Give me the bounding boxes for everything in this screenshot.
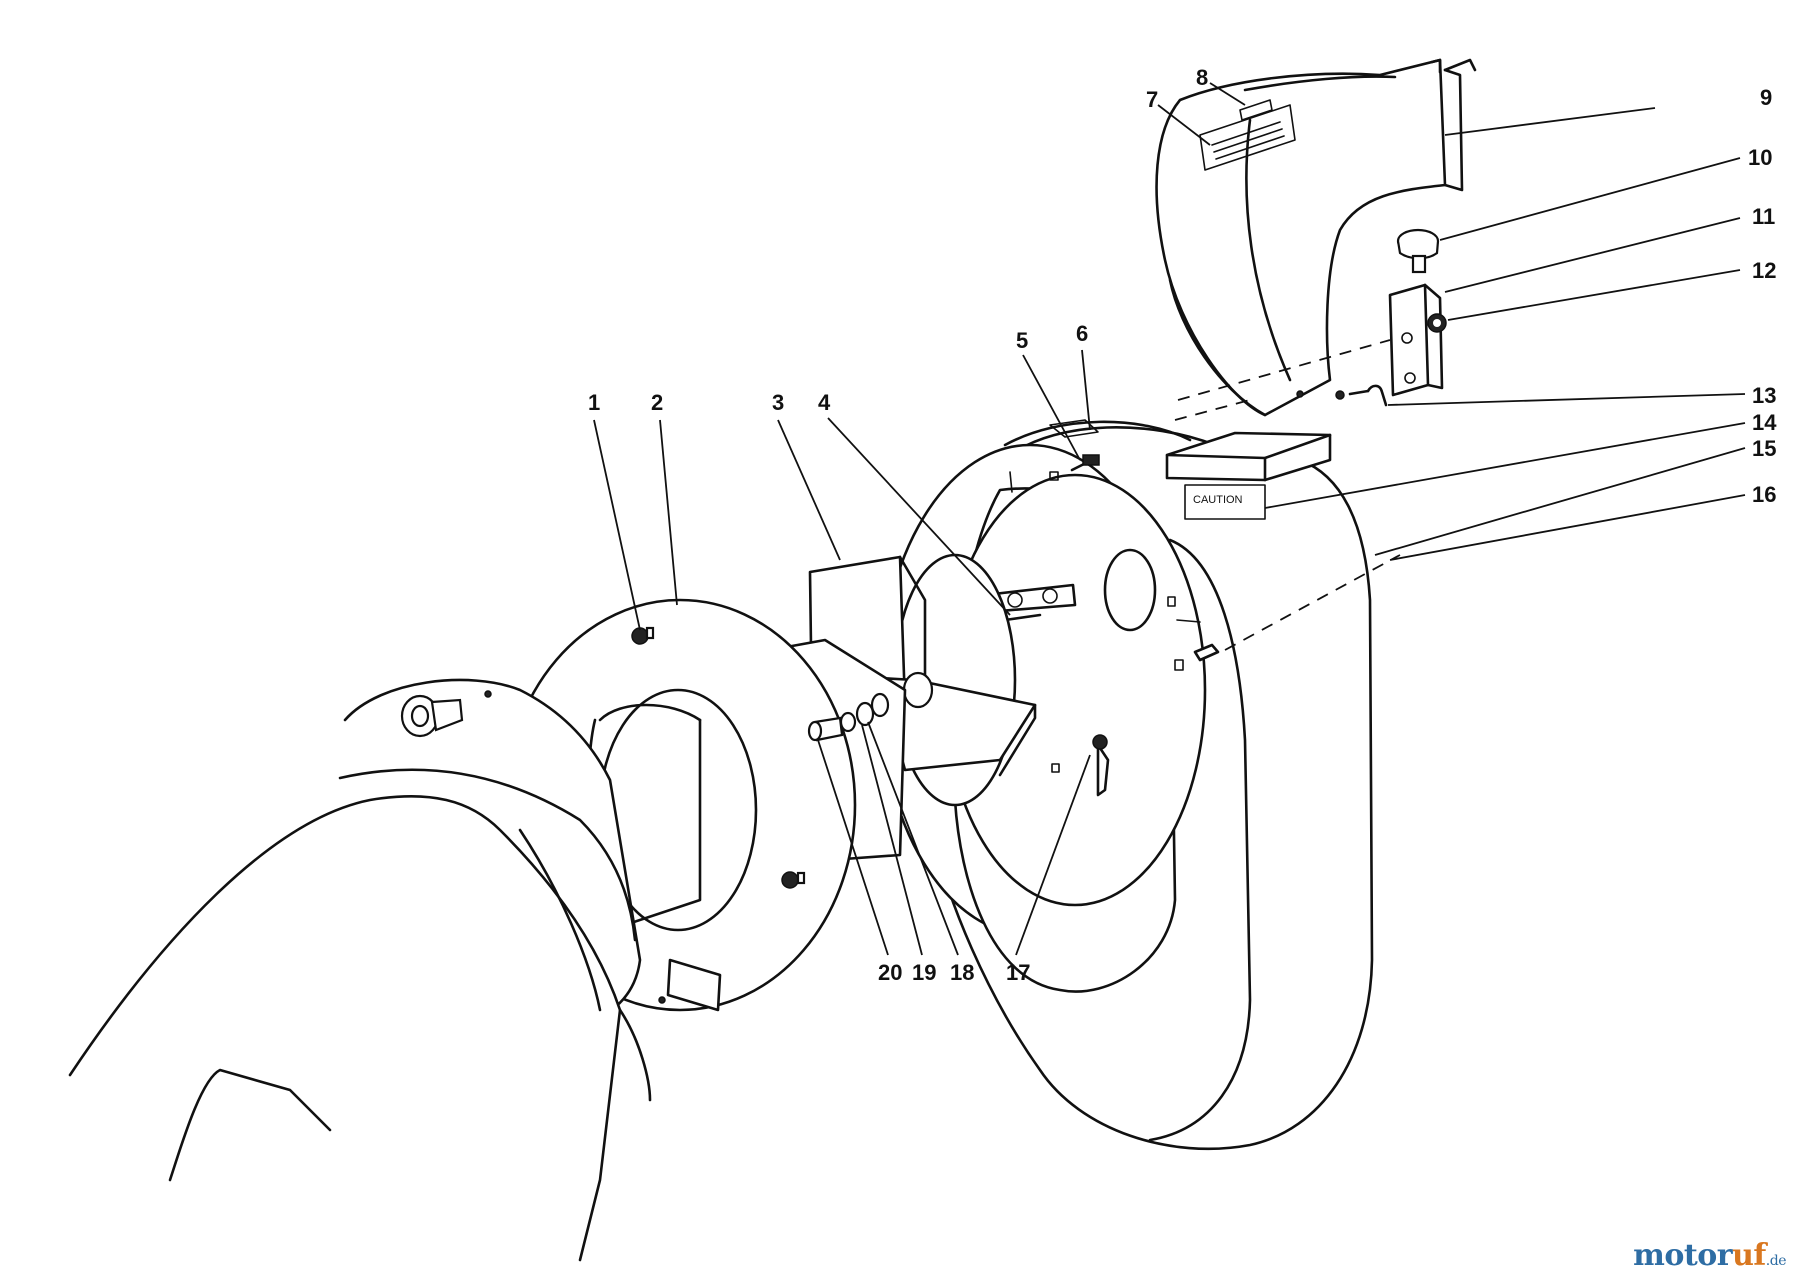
part-number-15: 15	[1752, 436, 1776, 461]
part-number-11: 11	[1752, 204, 1775, 229]
part-number-18: 18	[950, 960, 974, 985]
part-number-5: 5	[1016, 328, 1028, 353]
base-housing	[68, 678, 722, 1262]
part-number-16: 16	[1752, 482, 1776, 507]
part-number-2: 2	[651, 390, 663, 415]
part-number-labels: 1 2 3 4 5 6 7 8 9 10 11 12 13 14 15 16 1…	[588, 65, 1777, 985]
part-number-17: 17	[1006, 960, 1030, 985]
watermark-logo: motoruf.de	[1633, 1238, 1786, 1273]
assembly-lines	[1174, 339, 1401, 651]
watermark-part-c: .de	[1765, 1253, 1787, 1269]
leader-lines	[593, 82, 1746, 956]
watermark-part-a: motor	[1633, 1238, 1733, 1273]
part-number-8: 8	[1196, 65, 1208, 90]
part-number-20: 20	[878, 960, 902, 985]
part-number-7: 7	[1146, 87, 1158, 112]
part-number-10: 10	[1748, 145, 1772, 170]
part-number-3: 3	[772, 390, 784, 415]
caution-decal: CAUTION	[1193, 494, 1243, 506]
part-number-6: 6	[1076, 321, 1088, 346]
part-number-12: 12	[1752, 258, 1776, 283]
part-number-4: 4	[818, 390, 831, 415]
watermark-part-b: uf	[1732, 1238, 1766, 1273]
part-number-9: 9	[1760, 85, 1772, 110]
part-number-19: 19	[912, 960, 936, 985]
upper-chute	[1155, 58, 1477, 417]
chute-bracket-hardware	[1296, 228, 1447, 407]
part-number-1: 1	[588, 390, 600, 415]
part-number-14: 14	[1752, 410, 1777, 435]
impeller-fasteners	[807, 692, 890, 742]
part-number-13: 13	[1752, 383, 1776, 408]
